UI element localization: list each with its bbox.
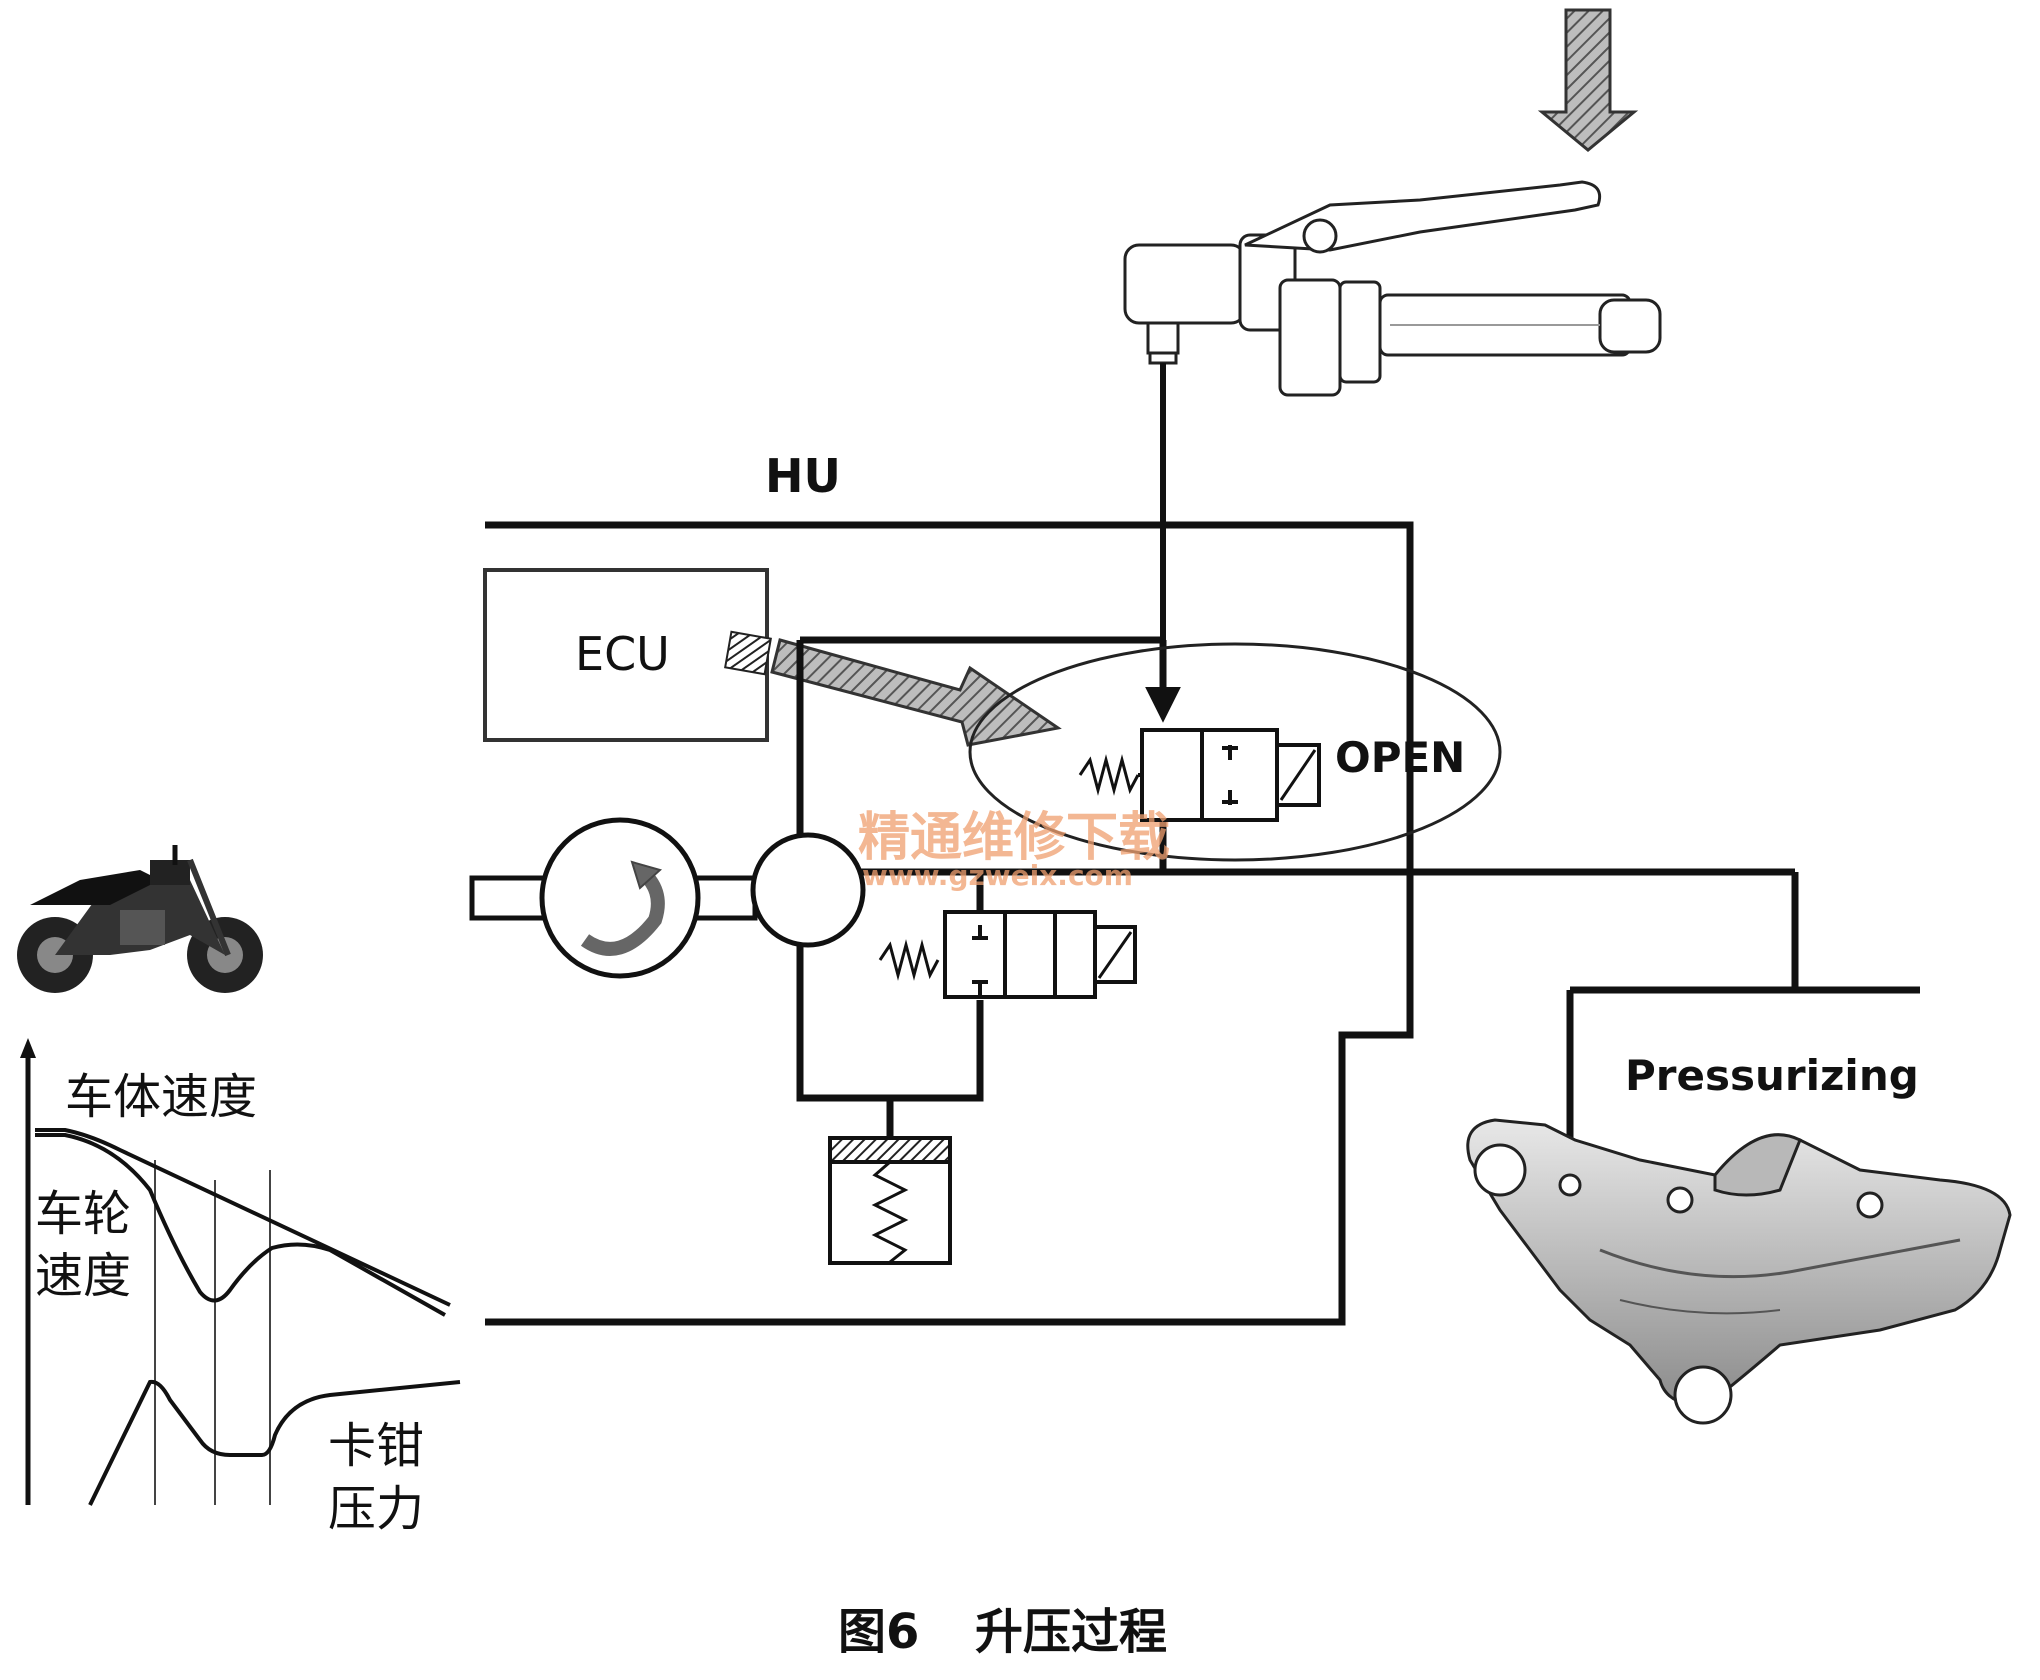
- outlet-valve-icon: [878, 910, 1137, 999]
- input-force-arrow-icon: [1537, 8, 1639, 152]
- body-speed-curve: [35, 1128, 451, 1307]
- brake-caliper-icon: [1466, 1118, 2012, 1425]
- figure-number: 图6: [838, 1604, 919, 1660]
- reservoir-icon: [828, 1136, 952, 1265]
- motorcycle-icon: [17, 845, 263, 993]
- pressurizing-label: Pressurizing: [1625, 1051, 1919, 1100]
- figure-title: 升压过程: [975, 1604, 1167, 1660]
- speed-pressure-graph: [20, 1038, 461, 1506]
- watermark-url: www.gzweix.com: [862, 859, 1133, 892]
- caliper-pressure-label-line1: 卡钳: [328, 1418, 424, 1474]
- ecu-box: [483, 568, 769, 742]
- wheel-speed-label-line1: 车轮: [35, 1186, 131, 1242]
- pump-motor-icon: [469, 817, 866, 979]
- body-speed-label: 车体速度: [65, 1069, 257, 1125]
- open-valve-highlight: [968, 642, 1502, 862]
- graph-axis-arrow-icon: [20, 1038, 36, 1058]
- watermark-cn: 精通维修下载: [858, 808, 1170, 868]
- hu-label: HU: [765, 449, 841, 503]
- open-label: OPEN: [1335, 733, 1465, 782]
- inlet-valve-icon: [1078, 728, 1321, 822]
- wheel-speed-label-line2: 速度: [35, 1248, 131, 1304]
- caliper-pressure-curve: [88, 1379, 461, 1506]
- wheel-speed-curve: [35, 1133, 446, 1317]
- ecu-signal-arrow-icon: [724, 630, 1062, 747]
- brake-lever-assembly-icon: [1123, 180, 1662, 397]
- caliper-pressure-label-line2: 压力: [328, 1481, 424, 1537]
- hu-housing-outline: [485, 521, 1414, 1326]
- ecu-label: ECU: [575, 627, 670, 681]
